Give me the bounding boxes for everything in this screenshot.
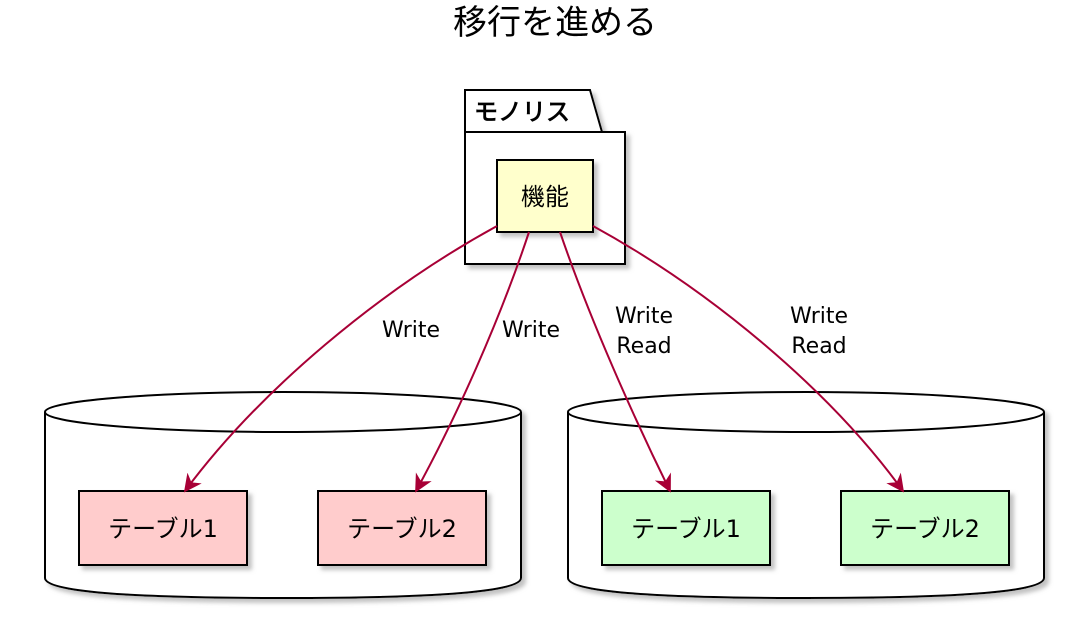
edge-label: Read: [791, 334, 846, 359]
package-label: モノリス: [474, 98, 570, 126]
component-label: 機能: [521, 183, 569, 211]
table-right-1: テーブル1: [601, 490, 771, 566]
edge-label: Write: [615, 304, 673, 329]
table-label: テーブル2: [870, 515, 980, 543]
edge-label: Write: [382, 318, 440, 343]
table-left-1: テーブル1: [78, 490, 248, 566]
table-label: テーブル1: [631, 515, 741, 543]
table-left-2: テーブル2: [317, 490, 487, 566]
edge-label: Write: [790, 304, 848, 329]
edge-writeread-right-table2: [592, 225, 905, 493]
edge-writeread-right-table1: [559, 231, 671, 493]
table-label: テーブル2: [347, 515, 457, 543]
edge-label: Read: [616, 334, 671, 359]
component-feature: 機能: [496, 159, 594, 233]
diagram-title: 移行を進める: [453, 3, 657, 43]
edge-write-left-table2: [415, 231, 530, 493]
table-right-2: テーブル2: [840, 490, 1010, 566]
edge-label: Write: [502, 318, 560, 343]
table-label: テーブル1: [108, 515, 218, 543]
edge-write-left-table1: [183, 225, 498, 493]
